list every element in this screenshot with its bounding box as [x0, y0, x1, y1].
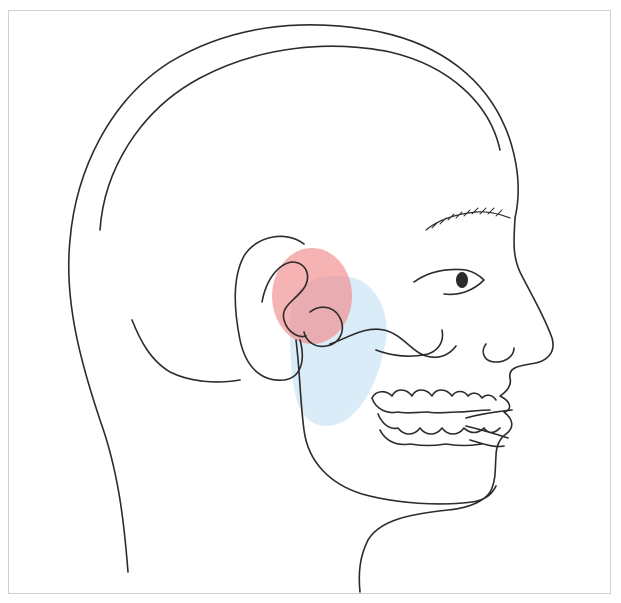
- lower-teeth-gumline: [380, 430, 482, 446]
- upper-teeth-gumline: [372, 398, 490, 413]
- upper-teeth: [372, 390, 496, 400]
- primary-pain-area: [272, 248, 352, 344]
- nostril: [483, 344, 514, 362]
- eyebrow-hatching: [432, 208, 502, 228]
- lip-line: [466, 410, 512, 447]
- eye-outline: [414, 270, 484, 295]
- neck-back-line: [132, 320, 240, 382]
- lower-teeth: [378, 414, 500, 434]
- skull-inner-line: [100, 46, 500, 230]
- eye-pupil: [456, 272, 468, 288]
- face-profile: [359, 218, 553, 592]
